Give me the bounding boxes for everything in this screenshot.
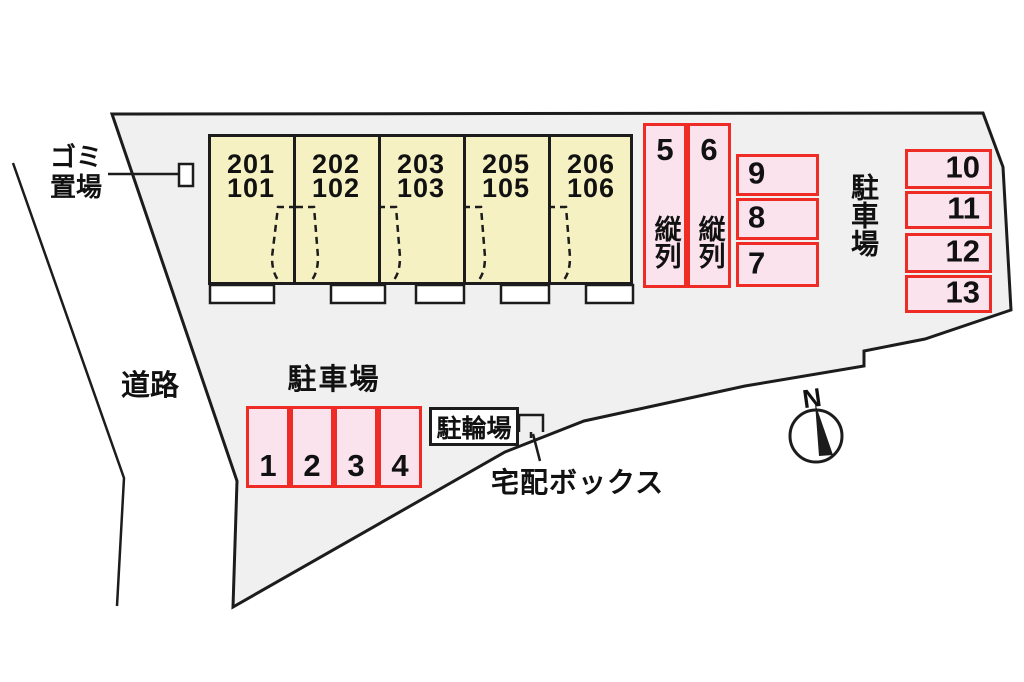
stall-number: 10 (945, 149, 980, 185)
parking-stall-11: 11 (905, 191, 992, 229)
unit-lower-number: 102 (311, 173, 361, 203)
entrance-step (329, 283, 387, 305)
stall-number: 7 (748, 245, 766, 281)
stall-number: 3 (347, 448, 365, 483)
stall-number: 2 (303, 448, 321, 483)
bicycle-parking-label: 駐輪場 (436, 414, 512, 443)
delivery-box-icon (517, 413, 545, 438)
parking-stall-5: 5 縦列 (643, 123, 687, 288)
parking-stall-9: 9 (736, 154, 819, 196)
parking-stall-12: 12 (905, 233, 992, 273)
unit-lower-number: 106 (566, 173, 616, 203)
parking-stall-4: 4 (378, 406, 422, 488)
road-label: 道路 (120, 370, 179, 402)
parking-stall-1: 1 (246, 406, 290, 488)
garbage-label-line2: 置場 (49, 172, 102, 202)
stall-number: 13 (945, 274, 980, 310)
unit-lower-number: 101 (226, 173, 276, 203)
garbage-label-line1: ゴミ (49, 142, 102, 172)
north-letter: N (800, 381, 824, 415)
garbage-place-marker (177, 162, 195, 188)
stall-number: 11 (947, 190, 980, 226)
stall-number: 1 (259, 448, 277, 483)
parking-stall-2: 2 (290, 406, 334, 488)
delivery-leader-line (531, 433, 542, 462)
garbage-area-label: ゴミ 置場 (40, 142, 112, 202)
unit-label-202-102: 202 102 (294, 149, 378, 203)
stall-number: 9 (748, 155, 766, 191)
unit-lower-number: 103 (396, 173, 446, 203)
entrance-step (208, 283, 276, 305)
parking-stall-8: 8 (736, 198, 819, 240)
unit-label-205-105: 205 105 (464, 149, 548, 203)
delivery-box-label: 宅配ボックス (491, 467, 665, 498)
parking-stall-7: 7 (736, 242, 819, 287)
stall-number: 12 (945, 233, 980, 269)
tandem-label: 縦列 (650, 215, 681, 269)
bicycle-parking-label-box: 駐輪場 (429, 407, 519, 446)
unit-upper-number: 202 (311, 149, 361, 179)
entrance-step (499, 283, 551, 305)
stall-number: 4 (391, 448, 409, 483)
unit-upper-number: 203 (396, 149, 446, 179)
parking-stall-10: 10 (905, 149, 992, 189)
road-edge-line (11, 162, 126, 607)
parking-stall-3: 3 (334, 406, 378, 488)
stall-number: 6 (700, 132, 718, 167)
compass-circle (788, 408, 844, 464)
unit-label-203-103: 203 103 (379, 149, 463, 203)
entrance-step (414, 283, 466, 305)
stall-number: 5 (656, 132, 674, 167)
unit-label-201-101: 201 101 (209, 149, 293, 203)
unit-lower-number: 105 (481, 173, 531, 203)
parking-stall-13: 13 (905, 275, 992, 313)
stall-number: 8 (748, 199, 766, 235)
unit-label-206-106: 206 106 (549, 149, 633, 203)
tandem-label: 縦列 (694, 215, 725, 269)
unit-upper-number: 206 (566, 149, 616, 179)
parking-stall-6: 6 縦列 (687, 123, 731, 288)
parking-lot-label-bottom: 駐車場 (287, 364, 381, 396)
unit-upper-number: 205 (481, 149, 531, 179)
entrance-step (584, 283, 635, 305)
parking-lot-label-right: 駐車場 (848, 173, 879, 257)
unit-upper-number: 201 (226, 149, 276, 179)
